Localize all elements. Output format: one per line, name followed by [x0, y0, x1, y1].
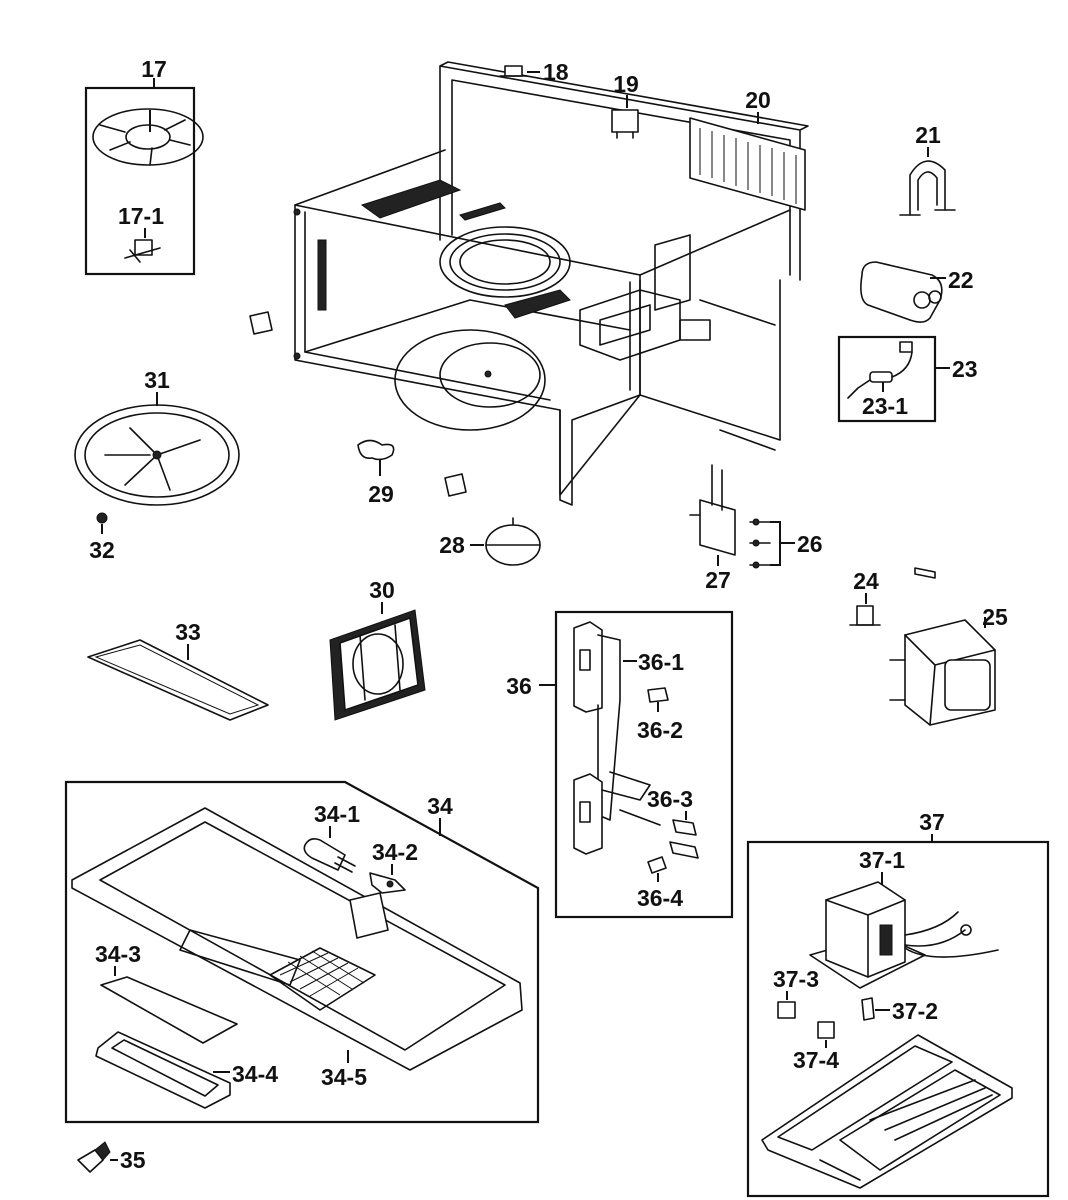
lamp-bulb-icon [303, 838, 356, 873]
callout-21: 21 [915, 122, 941, 148]
callout-37: 37 [919, 809, 945, 835]
callout-20: 20 [745, 87, 771, 113]
part-27-board: 27 [689, 464, 736, 593]
part-18: 18 [499, 59, 569, 85]
callout-32: 32 [89, 537, 115, 563]
part-26-fuses: 26 [749, 518, 823, 569]
part-group-36: 36 36-1 36-2 36-3 36-4 [506, 610, 734, 919]
callout-36-1: 36-1 [638, 649, 684, 675]
callout-33: 33 [175, 619, 201, 645]
callout-34-4: 34-4 [232, 1061, 278, 1087]
part-group-37: 37 37-1 37-3 37-2 37-4 [746, 809, 1050, 1198]
callout-28: 28 [439, 532, 465, 558]
stirrer-fan-icon [92, 108, 204, 166]
callout-35: 35 [120, 1147, 146, 1173]
callout-17-1: 17-1 [118, 203, 164, 229]
part-group-23: 23 23-1 [837, 335, 978, 423]
diode-icon [847, 341, 913, 399]
door-latch-assembly-icon [573, 621, 661, 855]
part-30-cover: 30 [329, 577, 426, 721]
callout-34-2: 34-2 [372, 839, 418, 865]
callout-36-2: 36-2 [637, 717, 683, 743]
callout-26: 26 [797, 531, 823, 557]
callout-36-4: 36-4 [637, 885, 683, 911]
callout-24: 24 [853, 568, 879, 594]
switch-36-3-icon [672, 819, 697, 836]
callout-37-2: 37-2 [892, 998, 938, 1024]
switch-36-4-icon [647, 856, 667, 874]
part-group-34: 34 34-1 34-2 34-3 34-4 [64, 780, 540, 1124]
callout-37-4: 37-4 [793, 1047, 839, 1073]
switch-37-2-icon [861, 997, 875, 1021]
part-21-bracket: 21 [899, 122, 956, 216]
base-plate-icon [761, 1034, 1013, 1189]
callout-27: 27 [705, 567, 731, 593]
part-24-thermostat: 24 [849, 567, 936, 626]
part-20-grille: 20 [689, 87, 806, 211]
callout-17: 17 [141, 56, 167, 82]
part-31-fan: 31 [74, 367, 240, 506]
callout-37-3: 37-3 [773, 966, 819, 992]
callout-18: 18 [543, 59, 569, 85]
part-group-17: 17 17-1 [84, 56, 204, 276]
callout-36: 36 [506, 673, 532, 699]
callout-19: 19 [613, 71, 639, 97]
thermostat-37-4-icon [817, 1021, 835, 1039]
part-35: 35 [77, 1141, 146, 1173]
callout-23: 23 [952, 356, 978, 382]
part-32: 32 [89, 512, 115, 563]
callout-34: 34 [427, 793, 453, 819]
callout-22: 22 [948, 267, 974, 293]
callout-25: 25 [982, 604, 1008, 630]
oven-cavity-chassis [249, 61, 809, 506]
callout-29: 29 [368, 481, 394, 507]
lamp-cover-frame-icon [95, 1031, 231, 1109]
thermostat-37-3-icon [777, 1001, 796, 1019]
switch-36-2-icon [647, 687, 669, 703]
vent-plate-icon [71, 807, 523, 1071]
lamp-lens-icon [100, 976, 238, 1044]
part-33-filter: 33 [87, 619, 269, 721]
part-28-motor: 28 [439, 517, 541, 566]
callout-30: 30 [369, 577, 395, 603]
callout-34-3: 34-3 [95, 941, 141, 967]
callout-34-1: 34-1 [314, 801, 360, 827]
part-19: 19 [611, 71, 639, 139]
callout-34-5: 34-5 [321, 1064, 367, 1090]
callout-36-3: 36-3 [647, 786, 693, 812]
stirrer-motor-icon [124, 228, 161, 263]
callout-31: 31 [144, 367, 170, 393]
switch-icon [669, 841, 699, 859]
part-22-capacitor: 22 [860, 261, 974, 323]
callout-23-1: 23-1 [862, 393, 908, 419]
part-25-magnetron: 25 [889, 604, 1008, 726]
part-29-coupler: 29 [357, 439, 395, 507]
lamp-socket-icon [369, 872, 406, 894]
callout-37-1: 37-1 [859, 847, 905, 873]
transformer-icon [809, 881, 999, 989]
